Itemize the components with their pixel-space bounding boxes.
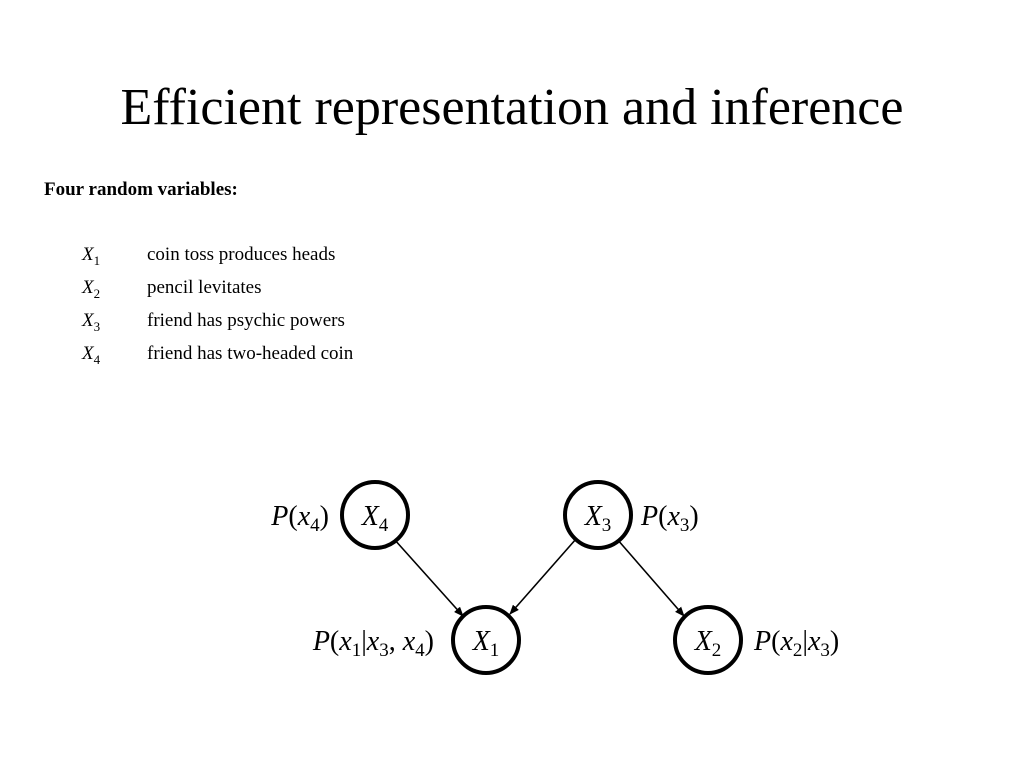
node-x1-label: X1: [472, 626, 500, 661]
edge-x3-x2: [616, 538, 685, 617]
slide-title: Efficient representation and inference: [120, 79, 904, 136]
variable-description: coin toss produces heads: [147, 244, 336, 265]
variable-row-x1: X1 coin toss produces heads: [82, 242, 353, 275]
node-x4: X4: [340, 480, 410, 550]
dist-label-x4: P(x4): [270, 501, 329, 536]
node-x2-label: X2: [694, 626, 722, 661]
node-x2-circle: [673, 605, 743, 675]
variable-list: X1 coin toss produces heads X2 pencil levi…: [82, 242, 353, 374]
node-x4-label: X4: [361, 501, 389, 536]
node-x4-circle: [340, 480, 410, 550]
node-x3: X3: [563, 480, 633, 550]
variable-description: friend has two-headed coin: [147, 343, 354, 364]
slide-subtitle: Four random variables:: [44, 179, 238, 200]
variable-symbol: X1: [82, 244, 101, 268]
variable-symbol: X4: [82, 343, 101, 367]
variable-description: friend has psychic powers: [147, 310, 345, 331]
dist-label-x2: P(x2|x3): [753, 626, 839, 661]
node-x2: X2: [673, 605, 743, 675]
node-x3-circle: [563, 480, 633, 550]
node-x1: X1: [451, 605, 521, 675]
variable-symbol: X3: [82, 310, 101, 334]
variable-symbol: X2: [82, 277, 101, 301]
variable-row-x3: X3 friend has psychic powers: [82, 308, 353, 341]
variable-row-x2: X2 pencil levitates: [82, 275, 353, 308]
variable-row-x4: X4 friend has two-headed coin: [82, 341, 353, 374]
edge-x4-x1: [393, 538, 464, 617]
node-x3-label: X3: [584, 501, 612, 536]
dist-label-x3: P(x3): [640, 501, 699, 536]
edge-x3-x1: [509, 538, 577, 615]
node-x1-circle: [451, 605, 521, 675]
dist-label-x1: P(x1|x3, x4): [312, 626, 434, 661]
variable-description: pencil levitates: [147, 277, 262, 298]
